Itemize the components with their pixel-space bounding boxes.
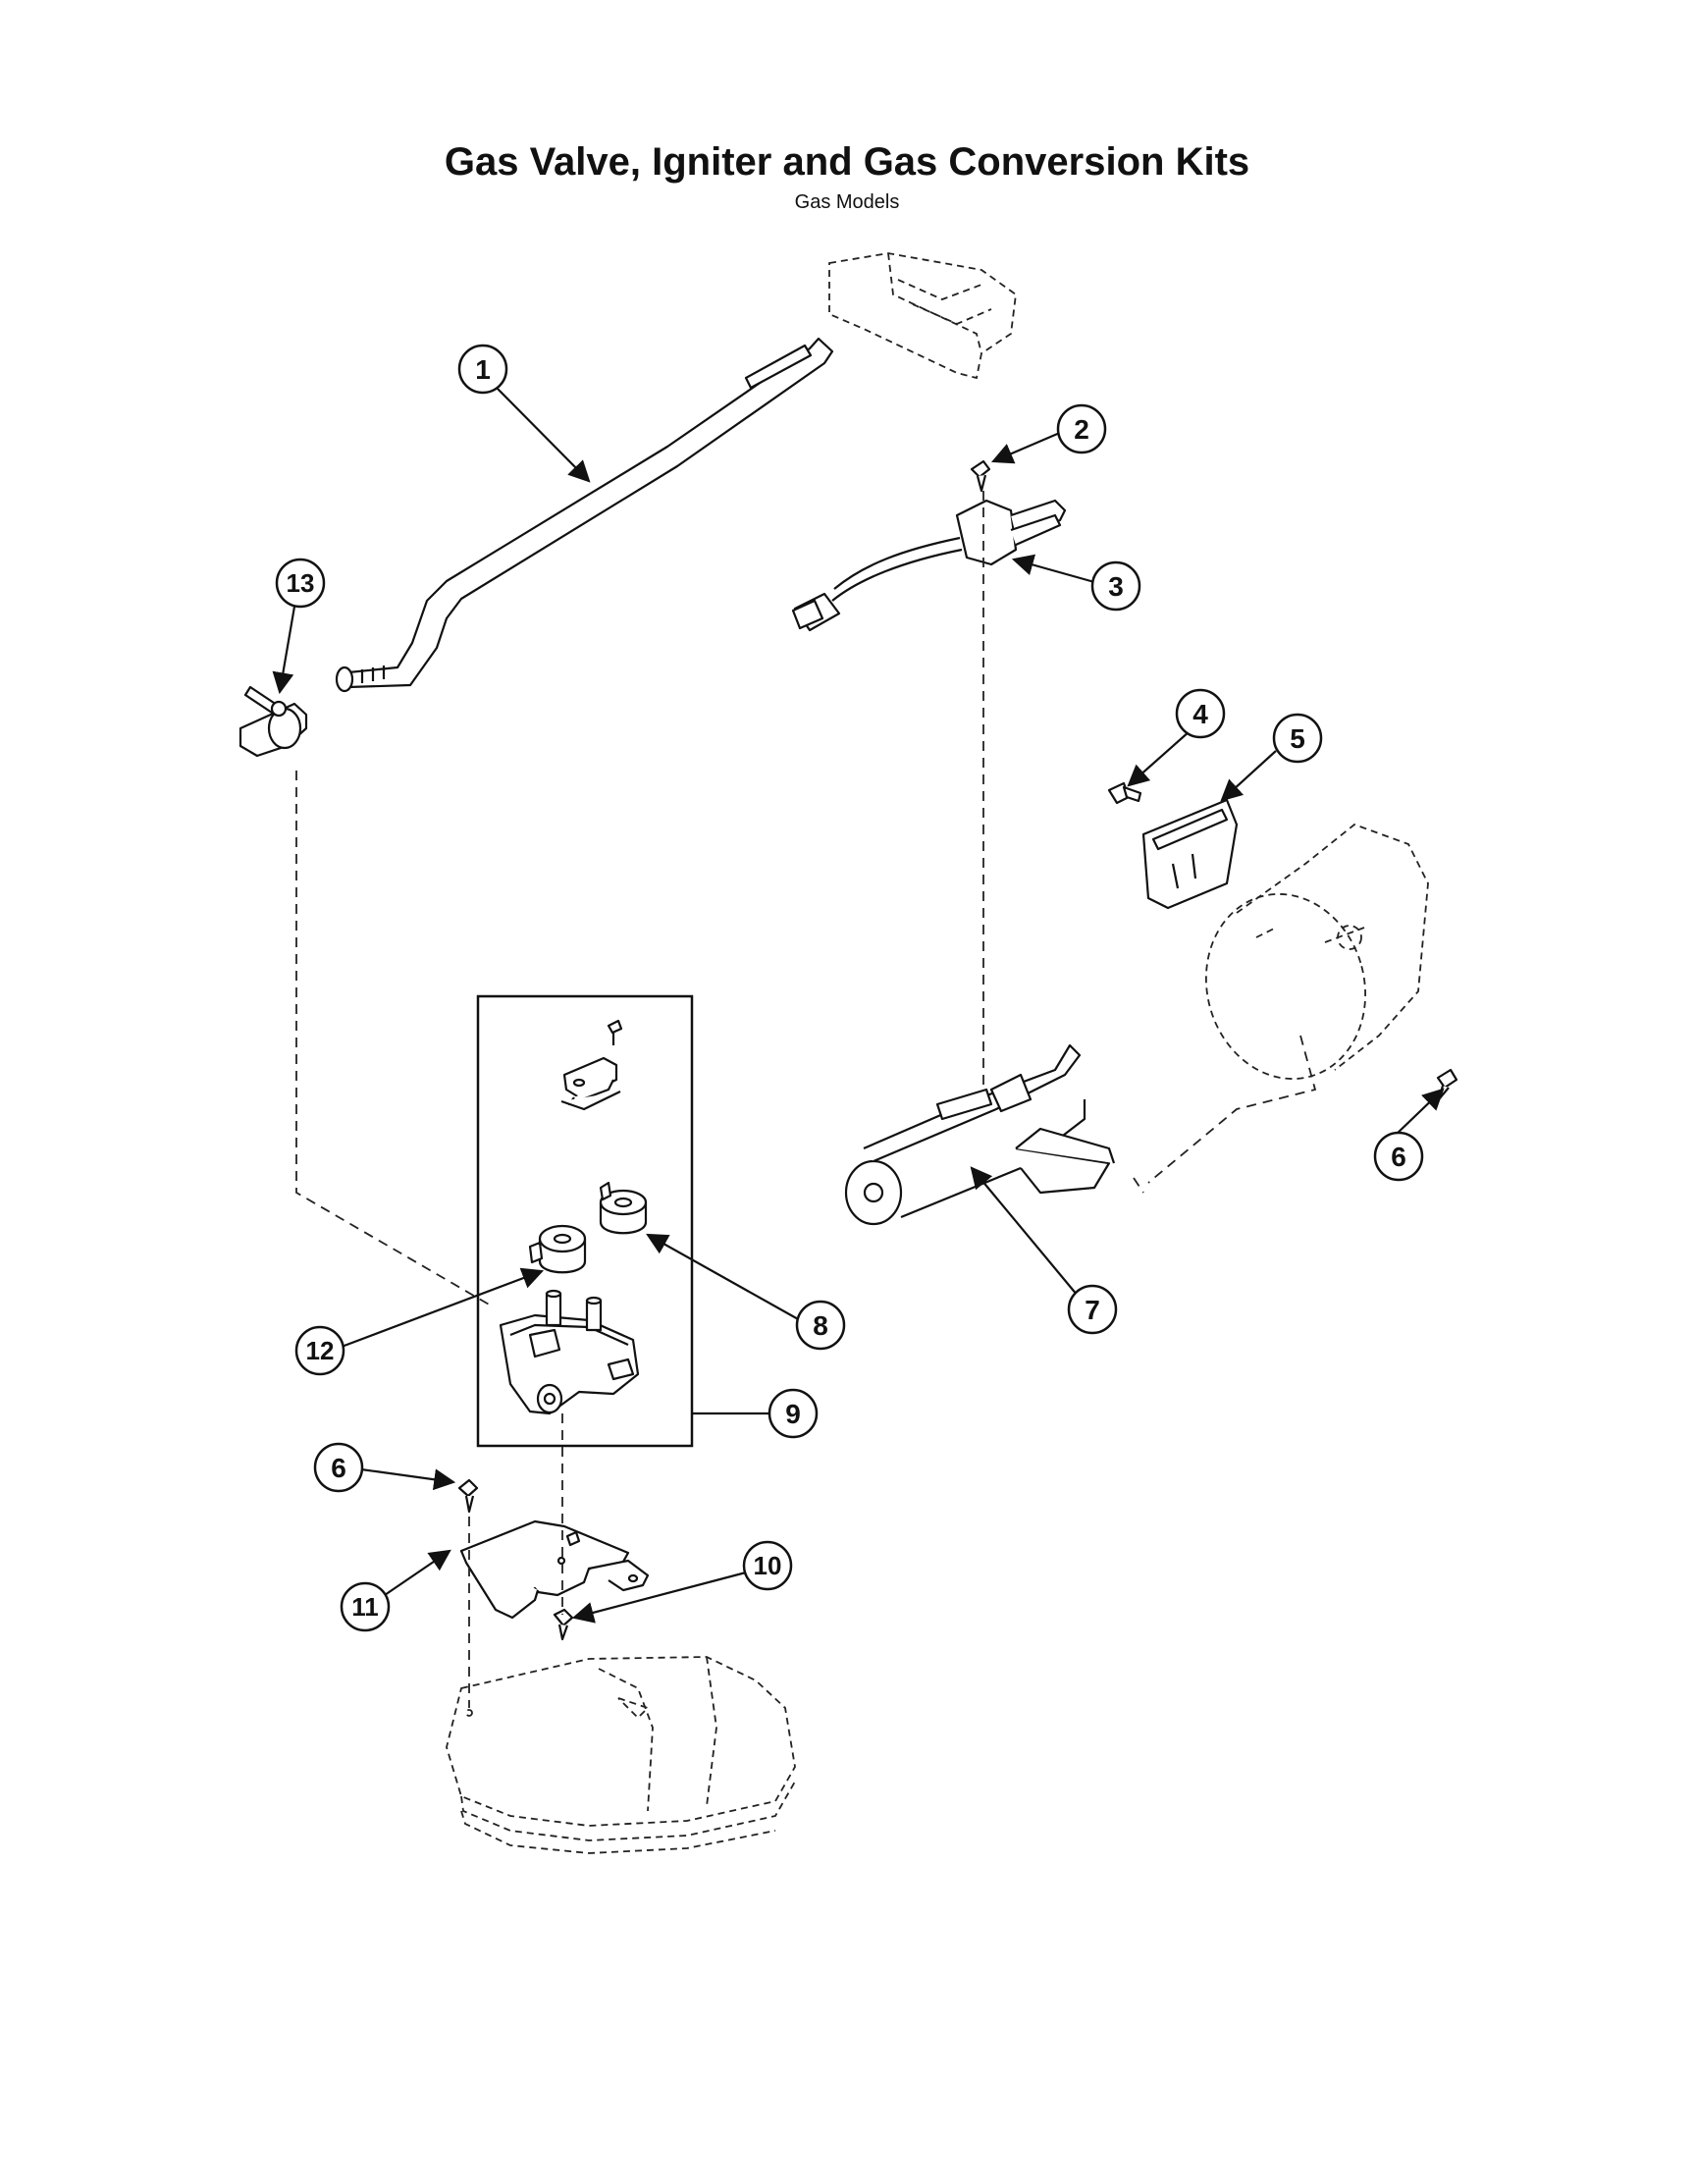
callout-1: 1 [457,344,591,483]
callout-10: 10 [571,1540,793,1624]
screw-4 [1107,781,1142,805]
callout-3: 3 [1011,554,1141,612]
flame-sensor-bracket [1141,798,1239,910]
page-title: Gas Valve, Igniter and Gas Conversion Ki… [445,140,1249,184]
callout-13-label: 13 [287,568,315,598]
page-subtitle: Gas Models [795,191,900,213]
callout-6-right-label: 6 [1391,1142,1406,1172]
coil-8 [599,1181,648,1235]
callout-10-label: 10 [754,1551,782,1580]
coil-12 [528,1224,587,1274]
ghost-burner-tube [1205,823,1429,1080]
callout-9: 9 [692,1388,819,1439]
screw-10 [553,1608,574,1641]
callout-11: 11 [340,1549,451,1632]
callout-8: 8 [646,1233,846,1351]
callout-8-label: 8 [813,1310,828,1341]
callout-11-label: 11 [351,1592,379,1622]
callout-2: 2 [990,403,1107,464]
callout-6-left: 6 [313,1442,456,1493]
callout-1-label: 1 [475,354,491,385]
callout-2-label: 2 [1074,414,1089,445]
valve-kit-box [476,994,694,1448]
assembly-lines [295,491,1317,1708]
callout-4: 4 [1127,688,1226,787]
callout-4-label: 4 [1192,699,1208,729]
gas-valve-body [499,1289,640,1415]
screw-2 [970,459,991,493]
screw-6-left [457,1478,479,1514]
callout-12: 12 [294,1267,545,1376]
callout-9-label: 9 [785,1399,801,1429]
ghost-dryer-base [446,1656,796,1854]
callout-7: 7 [970,1166,1118,1335]
callout-12-label: 12 [306,1336,335,1365]
callout-7-label: 7 [1085,1295,1100,1325]
screw-6-right [1436,1068,1458,1101]
callout-5: 5 [1220,713,1323,802]
kit-bracket [560,1019,623,1111]
callout-6-right: 6 [1373,1088,1445,1182]
callout-13: 13 [272,558,326,695]
callout-5-label: 5 [1290,723,1305,754]
callout-6-left-label: 6 [331,1453,346,1483]
gas-pipe [335,337,834,693]
igniter [791,499,1067,632]
valve-mounting-bracket [459,1519,650,1620]
callout-3-label: 3 [1108,571,1124,602]
ghost-burner-bracket [828,252,1017,380]
shutoff-valve [238,685,308,758]
burner-assembly [844,1043,1116,1226]
